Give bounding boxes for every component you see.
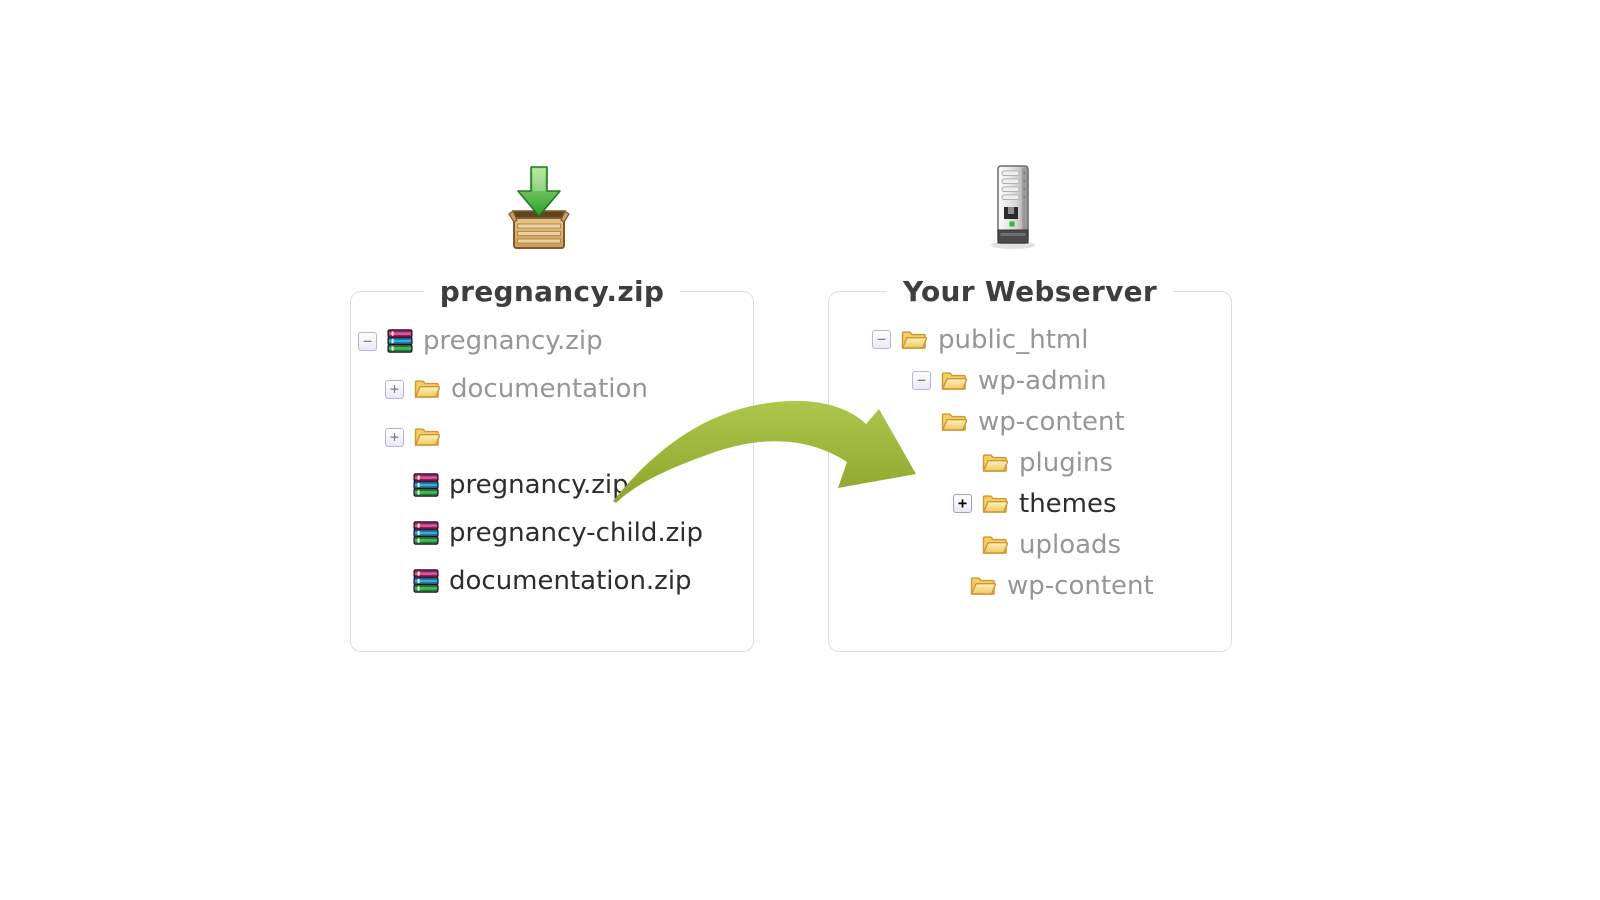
tree-row-pregnancy-zip[interactable]: − pregnancy.zip: [351, 317, 703, 365]
collapse-toggle-icon[interactable]: −: [912, 371, 931, 390]
tree-row-wp-content[interactable]: wp-content: [828, 565, 1154, 606]
zip-contents-panel: pregnancy.zip: [350, 275, 754, 652]
folder-icon: [901, 329, 928, 351]
folder-icon: [982, 534, 1009, 556]
folder-icon: [970, 575, 997, 597]
tree-row-label: plugins: [1019, 447, 1113, 478]
folder-icon: [982, 452, 1009, 474]
archive-icon: [413, 568, 439, 594]
tree-row-pregnancy-child-zip[interactable]: pregnancy-child.zip: [351, 509, 703, 557]
tree-row-plugins[interactable]: plugins: [828, 442, 1154, 483]
tree-row-label: uploads: [1019, 529, 1122, 560]
tree-row-label: public_html: [938, 324, 1089, 355]
tree-row-themes[interactable]: + themes: [828, 483, 1154, 524]
zip-contents-tree: − pregnancy.zip + documentation + pregnancy.z…: [351, 317, 703, 605]
webserver-panel-title: Your Webserver: [902, 275, 1158, 308]
tree-row-label: wp-content: [978, 406, 1125, 437]
folder-icon: [982, 493, 1009, 515]
folder-icon: [941, 411, 968, 433]
tree-row-label: pregnancy-child.zip: [449, 518, 703, 548]
tree-row-pregnancy-zip[interactable]: pregnancy.zip: [351, 461, 703, 509]
tree-row-wp-admin[interactable]: − wp-admin: [828, 360, 1154, 401]
tree-row-documentation-zip[interactable]: documentation.zip: [351, 557, 703, 605]
collapse-toggle-icon[interactable]: −: [872, 330, 891, 349]
archive-icon: [387, 328, 413, 354]
folder-icon: [414, 426, 441, 448]
tree-row-label: pregnancy.zip: [449, 470, 629, 500]
tree-row-public-html[interactable]: − public_html: [828, 319, 1154, 360]
zip-panel-title: pregnancy.zip: [439, 275, 665, 308]
collapse-toggle-icon[interactable]: −: [358, 331, 377, 351]
tree-row-wp-content[interactable]: wp-content: [828, 401, 1154, 442]
folder-icon: [941, 370, 968, 392]
extract-box-icon: [501, 163, 577, 257]
tree-row-label: documentation.zip: [449, 566, 692, 596]
expand-toggle-icon[interactable]: +: [385, 379, 404, 399]
webserver-icon: [988, 164, 1038, 256]
tree-row-label: themes: [1019, 488, 1117, 519]
expand-toggle-icon[interactable]: +: [385, 427, 404, 447]
tree-row-documentation[interactable]: + documentation: [351, 365, 703, 413]
tree-row-uploads[interactable]: uploads: [828, 524, 1154, 565]
archive-icon: [413, 472, 439, 498]
tree-row-label: wp-admin: [978, 365, 1107, 396]
tree-row-label: wp-content: [1007, 570, 1154, 601]
expand-toggle-icon[interactable]: +: [953, 494, 972, 513]
archive-icon: [413, 520, 439, 546]
folder-icon: [414, 378, 441, 400]
tree-row-label: pregnancy.zip: [423, 326, 603, 356]
tree-row-folder[interactable]: +: [351, 413, 703, 461]
tree-row-label: documentation: [451, 374, 648, 404]
